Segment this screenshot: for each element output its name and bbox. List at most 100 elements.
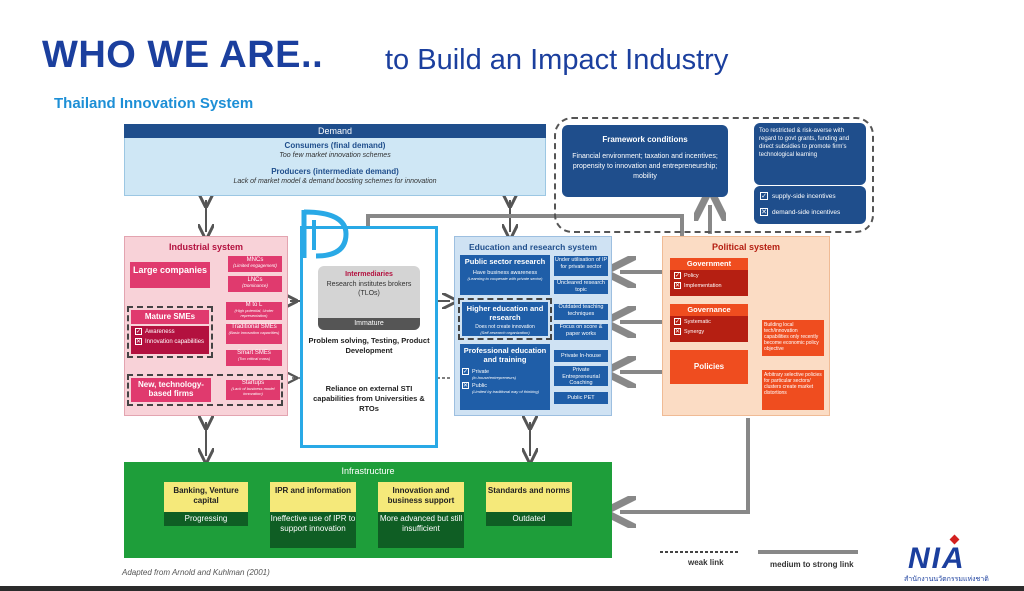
lncs-note: (Dominance)	[242, 283, 268, 288]
framework-side-note: Too restricted & risk-averse with regard…	[754, 123, 866, 185]
public-research-note: Have business awareness	[472, 270, 538, 276]
demand-head: Demand	[124, 124, 546, 138]
new-tech-firms: New, technology-based firms	[131, 378, 211, 402]
bottom-bar	[0, 586, 1024, 591]
intermediaries-body: Research institutes brokers (TLOs)	[326, 281, 412, 297]
policies-label: Policies	[670, 350, 748, 384]
producers-note: Lack of market model & demand boosting s…	[233, 178, 437, 185]
under-ip-box: Under utilisation of IP for private sect…	[554, 256, 608, 276]
government-details: ✓Policy ✕Implementation	[670, 270, 748, 296]
lncs-box: LNCs (Dominance)	[228, 276, 282, 292]
source-note: Adapted from Arnold and Kuhlman (2001)	[122, 568, 270, 577]
education-head: Education and research system	[468, 242, 598, 252]
implementation-label: Implementation	[684, 282, 722, 289]
synergy-label: Synergy	[684, 328, 705, 335]
public-pet-box: Public PET	[554, 392, 608, 404]
lncs-label: LNCs	[247, 277, 263, 283]
intermediaries-frame	[300, 226, 438, 448]
mature-smes: Mature SMEs	[131, 310, 209, 324]
private-label: Private	[472, 368, 490, 375]
ntbf-dashed	[127, 374, 283, 406]
intermediaries-title: Intermediaries	[345, 271, 393, 278]
mature-smes-details: ✓Awareness ✕Innovation capabilities	[131, 326, 209, 354]
innovation-capabilities-label: Innovation capabilities	[145, 338, 205, 345]
arrow-pol-infra	[620, 418, 750, 512]
industrial-head: Industrial system	[168, 242, 244, 252]
framework-body: Financial environment; taxation and ince…	[572, 153, 718, 180]
check-icon: ✓	[674, 272, 681, 279]
higher-ed-box: Higher education and research Does not c…	[462, 302, 548, 336]
cross-icon: ✕	[760, 208, 768, 216]
legend-strong: medium to strong link	[770, 560, 854, 569]
large-companies: Large companies	[130, 262, 210, 288]
policy-label: Policy	[684, 272, 699, 279]
legend-weak: weak link	[688, 558, 724, 567]
higher-ed-note: Does not create innovation	[475, 324, 535, 330]
cross-icon: ✕	[462, 382, 469, 389]
mature-smes-dashed	[127, 306, 213, 358]
smart-smes-box: Smart SMEs (Too critical mass)	[226, 350, 282, 366]
traditional-smes-note: (Basic innovation capacities)	[228, 330, 280, 335]
page-title-rest: to Build an Impact Industry	[385, 44, 729, 76]
framework-outline	[554, 117, 874, 233]
m-to-l-box: M to L (High potential, Under representa…	[226, 302, 282, 320]
focus-score-box: Focus on score & paper works	[554, 324, 608, 340]
public-research-note2: (Learning to cooperate with private sect…	[467, 276, 543, 281]
infra-item-sub: More advanced but still insufficient	[378, 512, 464, 548]
infra-item-sub: Outdated	[486, 512, 572, 526]
startups-label: Startups	[241, 380, 265, 386]
infra-item-title: Standards and norms	[486, 482, 572, 512]
check-icon: ✓	[135, 328, 142, 335]
higher-ed-title: Higher education and research	[466, 304, 544, 322]
framework-title: Framework conditions	[602, 135, 688, 144]
public-research-box: Public sector research Have business awa…	[460, 255, 550, 295]
immature-label: Immature	[318, 318, 420, 330]
infra-item-title: Innovation and business support	[378, 482, 464, 512]
demand-incentives: demand-side incentives	[772, 208, 841, 216]
check-icon: ✓	[674, 318, 681, 325]
prof-ed-title: Professional education and training	[463, 346, 547, 364]
private-note: (in-house/entrepreneurs)	[472, 375, 517, 380]
private-coaching-box: Private Entrepreneurial Coaching	[554, 366, 608, 386]
page-title: WHO WE ARE..	[42, 34, 324, 76]
cross-icon: ✕	[674, 328, 681, 335]
unclear-topic-box: Uncleared research topic	[554, 280, 608, 294]
m-to-l-note: (High potential, Under representation)	[234, 308, 274, 318]
infrastructure-head: Infrastructure	[341, 466, 395, 476]
private-inhouse-box: Private In-house	[554, 350, 608, 362]
infra-item-sub: Progressing	[164, 512, 248, 526]
infra-item-title: Banking, Venture capital	[164, 482, 248, 512]
mncs-label: MNCs	[246, 257, 264, 263]
startups-box: Startups (Lack of business model innovat…	[226, 380, 280, 400]
public-research-title: Public sector research	[464, 257, 546, 266]
political-head: Political system	[711, 242, 781, 252]
smart-smes-label: Smart SMEs	[237, 350, 271, 356]
producers-title: Producers (intermediate demand)	[271, 167, 399, 176]
cross-icon: ✕	[135, 338, 142, 345]
mncs-note: (Limited engagement)	[233, 263, 277, 268]
outdated-teaching-box: Outdated teaching techniques	[554, 304, 608, 320]
infra-item-sub: Ineffective use of IPR to support innova…	[270, 512, 356, 548]
governance-details: ✓Systematic ✕Synergy	[670, 316, 748, 342]
reliance-note: Reliance on external STI capabilities fr…	[313, 384, 425, 413]
nia-logo-thai: สำนักงานนวัตกรรมแห่งชาติ	[904, 576, 989, 583]
check-icon: ✓	[462, 368, 469, 375]
public-note: (Limited by traditional way of thinking)	[472, 389, 539, 394]
supply-incentives: supply-side incentives	[772, 192, 836, 200]
mncs-box: MNCs (Limited engagement)	[228, 256, 282, 272]
higher-ed-dashed	[458, 298, 552, 340]
incentives-box: ✓ supply-side incentives ✕ demand-side i…	[754, 186, 866, 224]
awareness-label: Awareness	[145, 328, 175, 335]
check-icon: ✓	[760, 192, 768, 200]
page-subtitle: Thailand Innovation System	[54, 95, 254, 112]
framework-box: Framework conditions Financial environme…	[562, 125, 728, 197]
startups-note: (Lack of business model innovation)	[231, 386, 275, 396]
traditional-smes-label: Traditional SMEs	[231, 324, 277, 330]
arbitrary-policies-note: Arbitrary selective policies for particu…	[762, 370, 824, 410]
building-local-note: Building local tech/innovation capabilit…	[762, 320, 824, 356]
cross-icon: ✕	[674, 282, 681, 289]
systematic-label: Systematic	[684, 318, 711, 325]
problem-solving: Problem solving, Testing, Product Develo…	[308, 336, 430, 355]
traditional-smes-box: Traditional SMEs (Basic innovation capac…	[226, 324, 282, 344]
